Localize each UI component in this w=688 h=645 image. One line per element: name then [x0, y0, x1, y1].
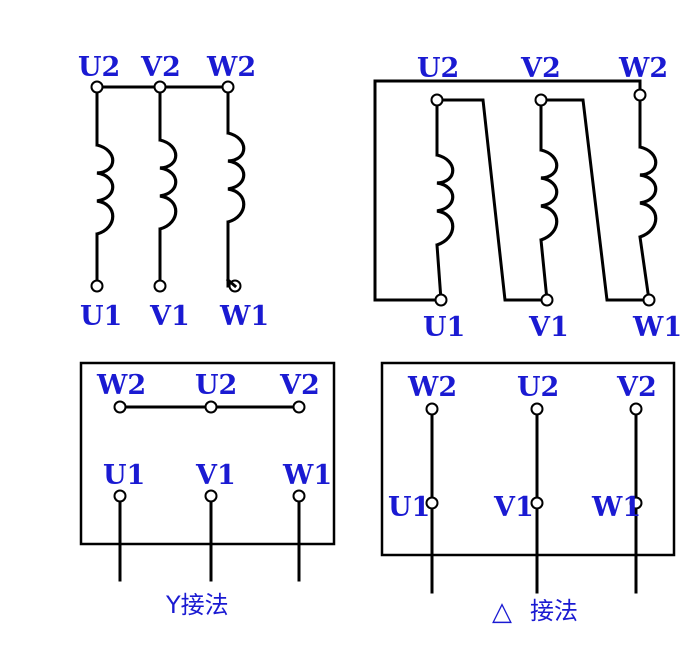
- box-terminal-u1-star: [113, 489, 127, 503]
- caption-star-connection: Y接法: [165, 591, 229, 619]
- terminal-u1-delta: [434, 293, 448, 307]
- terminal-w1-delta: [642, 293, 656, 307]
- label-w1-delta: W1: [632, 312, 682, 343]
- label-v2-star: V2: [140, 52, 181, 83]
- box-terminal-w1-delta: [629, 496, 643, 510]
- winding-v-delta: [539, 98, 559, 302]
- winding-w-delta: [638, 93, 658, 302]
- box-terminal-w2-delta: [425, 402, 439, 416]
- box-label-v2-star: V2: [279, 370, 320, 401]
- delta-link-v2-w1: [539, 98, 651, 302]
- terminal-u2-star: [90, 80, 104, 94]
- label-v1-delta: V1: [528, 312, 569, 343]
- label-v2-delta: V2: [520, 53, 561, 84]
- box-terminal-v1-delta: [530, 496, 544, 510]
- terminal-v2-star: [153, 80, 167, 94]
- box-terminal-v2-star: [292, 400, 306, 414]
- box-label-w1-star: W1: [282, 460, 332, 491]
- box-label-w1-delta: W1: [591, 492, 641, 523]
- label-w2-star: W2: [206, 52, 256, 83]
- coil-u-star: [96, 143, 115, 236]
- coil-w-star: [227, 131, 246, 224]
- delta-link-u2-v1: [435, 98, 549, 302]
- coil-u-delta: [436, 153, 455, 247]
- star-terminal-box: W2 U2 V2 U1 V1 W1 Y接法: [79, 361, 336, 619]
- label-u2-star: U2: [78, 52, 120, 83]
- delta-terminal-box: W2 U2 V2 U1 V1 W1 △ 接法: [380, 361, 676, 627]
- coil-v-star: [159, 138, 178, 231]
- terminal-w2-delta: [633, 88, 647, 102]
- terminal-u1-star: [90, 279, 104, 293]
- box-label-w2-star: W2: [96, 370, 146, 401]
- coil-v-delta: [540, 148, 559, 242]
- caption-delta-connection: 接法: [530, 597, 578, 625]
- winding-v-star: [158, 85, 178, 288]
- box-terminal-u1-delta: [425, 496, 439, 510]
- delta-terminal-board: [380, 361, 676, 557]
- box-label-u1-delta: U1: [388, 492, 430, 523]
- box-label-v1-delta: V1: [493, 492, 534, 523]
- box-terminal-v1-star: [204, 489, 218, 503]
- terminal-u2-delta: [430, 93, 444, 107]
- label-v1-star: V1: [149, 301, 190, 332]
- star-winding-schematic: U2 V2 W2 U1 V1 W1: [78, 52, 269, 332]
- box-terminal-v2-delta: [629, 402, 643, 416]
- label-u1-delta: U1: [423, 312, 465, 343]
- box-label-u2-delta: U2: [517, 372, 559, 403]
- box-terminal-u2-star: [204, 400, 218, 414]
- delta-outer-loop: [373, 79, 642, 302]
- box-terminal-w2-star: [113, 400, 127, 414]
- winding-u-star: [95, 85, 115, 288]
- coil-w-delta: [639, 145, 658, 239]
- label-u1-star: U1: [80, 301, 122, 332]
- box-terminal-u2-delta: [530, 402, 544, 416]
- terminal-v2-delta: [534, 93, 548, 107]
- label-w2-delta: W2: [618, 53, 668, 84]
- winding-w-star: [226, 85, 246, 288]
- box-label-v2-delta: V2: [616, 372, 657, 403]
- terminal-w2-star: [221, 80, 235, 94]
- winding-u-delta: [435, 98, 455, 302]
- label-u2-delta: U2: [417, 53, 459, 84]
- box-label-v1-star: V1: [195, 460, 236, 491]
- delta-winding-schematic: U2 V2 W2 U1 V1 W1: [373, 53, 682, 343]
- box-label-u2-star: U2: [195, 370, 237, 401]
- delta-symbol: △: [492, 597, 512, 627]
- terminal-v1-star: [153, 279, 167, 293]
- box-label-u1-star: U1: [103, 460, 145, 491]
- box-terminal-w1-star: [292, 489, 306, 503]
- star-terminal-board: [79, 361, 336, 546]
- box-label-w2-delta: W2: [407, 372, 457, 403]
- label-w1-star: W1: [219, 301, 269, 332]
- terminal-v1-delta: [540, 293, 554, 307]
